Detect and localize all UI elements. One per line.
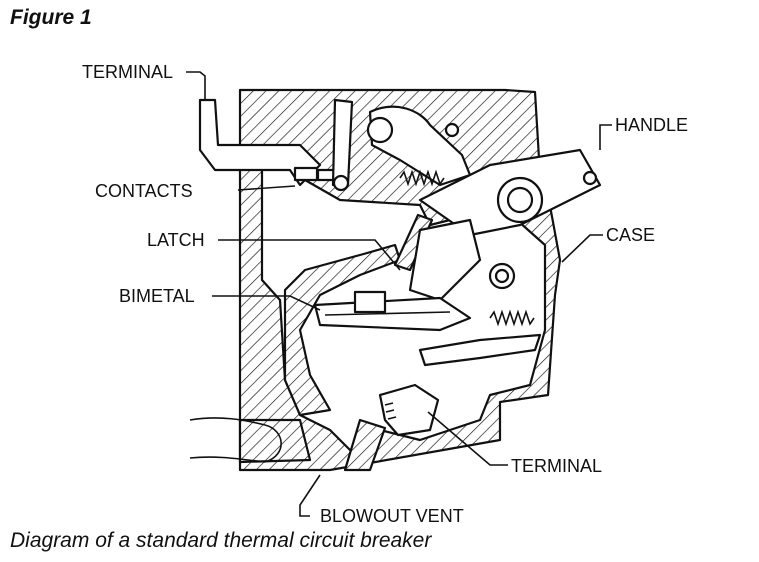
figure-caption: Diagram of a standard thermal circuit br… [10,529,432,552]
lead-wires [189,417,282,463]
leader-lines [186,71,612,517]
figure-title: Figure 1 [10,6,92,29]
label-terminal-bottom: TERMINAL [511,456,602,476]
top-spring [399,169,445,187]
label-terminal-top: TERMINAL [82,62,173,82]
label-latch: LATCH [147,230,205,250]
lower-spring [489,309,535,327]
label-bimetal: BIMETAL [119,286,195,306]
label-contacts: CONTACTS [95,181,193,201]
handle-part [418,148,602,237]
label-case: CASE [606,225,655,245]
label-blowout-vent: BLOWOUT VENT [320,506,464,526]
bimetal-part [313,290,472,332]
contacts-part [293,166,338,182]
latch-part [393,213,482,302]
label-handle: HANDLE [615,115,688,135]
blowout-vent [343,418,387,472]
pivot-pin [488,262,516,290]
terminal-bottom-part [378,333,542,437]
contact-arm [331,98,354,192]
